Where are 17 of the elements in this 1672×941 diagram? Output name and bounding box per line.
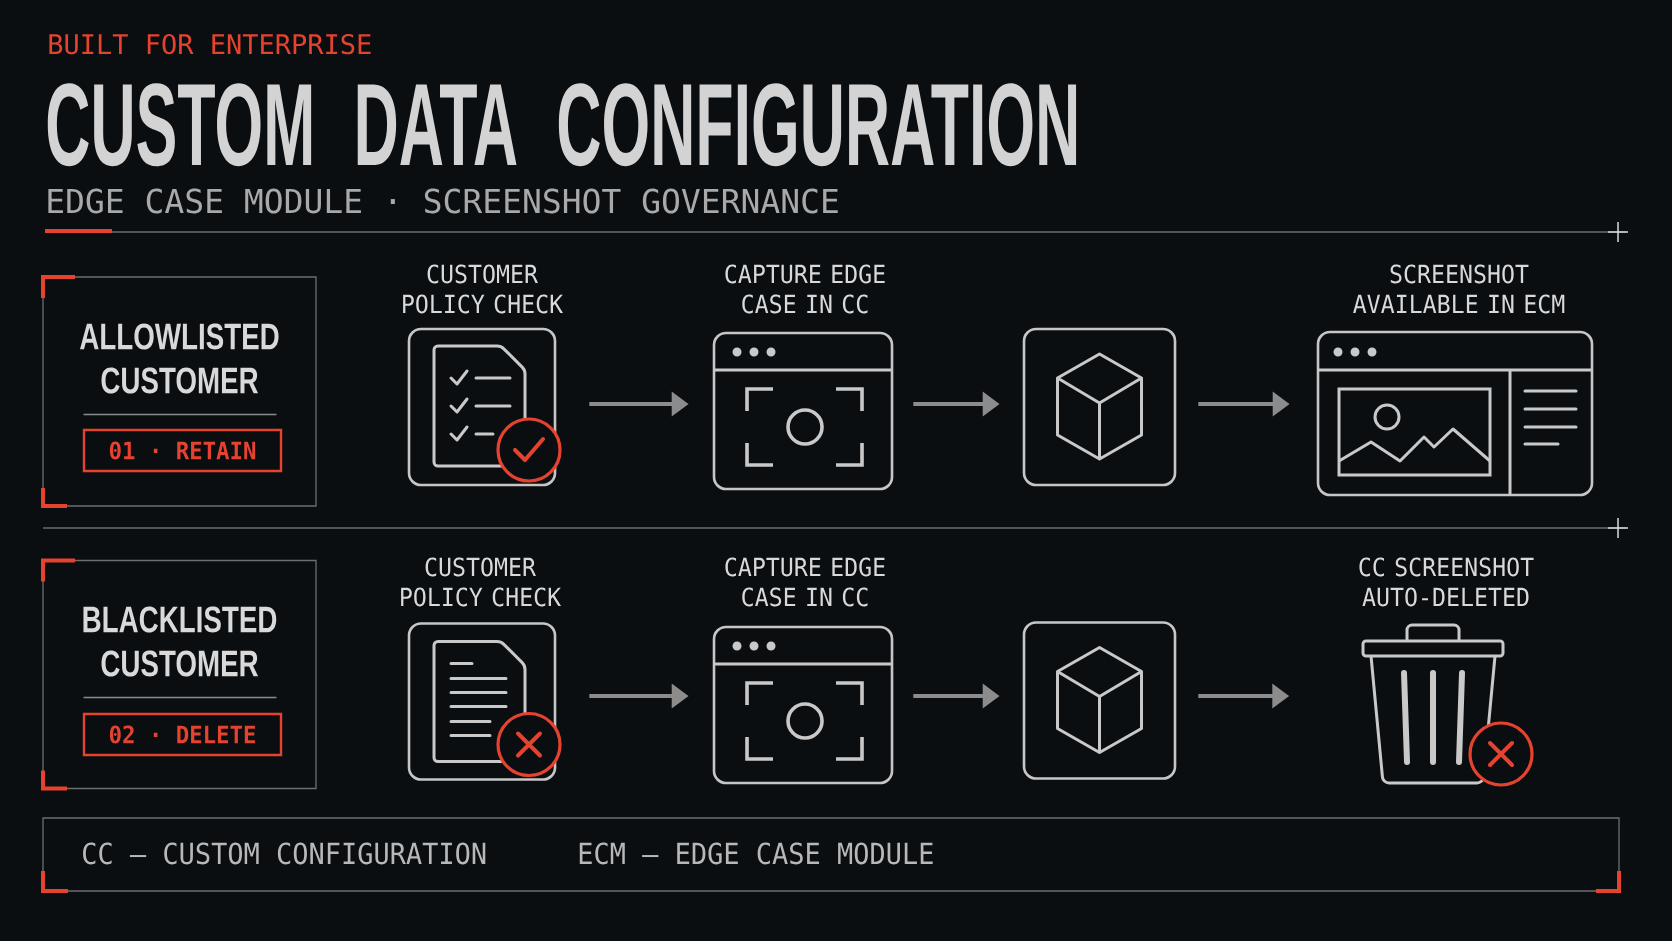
cube-icon — [1022, 621, 1177, 780]
panel-title: BLACKLISTED CUSTOMER — [83, 606, 277, 677]
step-heading: CAPTURE EDGE CASE IN CC — [725, 557, 885, 607]
step-heading: CUSTOMER POLICY CHECK — [403, 264, 564, 314]
step-heading: CUSTOMER POLICY CHECK — [401, 557, 562, 607]
step-heading: CAPTURE EDGE CASE IN CC — [725, 264, 885, 314]
panel-title: ALLOWLISTED CUSTOMER — [80, 323, 279, 394]
glossary-entry: CC — CUSTOM CONFIGURATION — [83, 842, 486, 865]
cube-icon — [1022, 327, 1177, 487]
subtitle: EDGE CASE MODULE · SCREENSHOT GOVERNANCE — [48, 188, 838, 214]
status-badge: 01 · RETAIN — [82, 428, 283, 473]
title: CUSTOM DATA CONFIGURATION — [47, 83, 1077, 167]
tagline: BUILT FOR ENTERPRISE — [49, 33, 371, 55]
status-badge: 02 · DELETE — [82, 712, 283, 757]
glossary-entry: ECM — EDGE CASE MODULE — [579, 842, 933, 865]
step-heading: CC SCREENSHOT AUTO-DELETED — [1359, 557, 1534, 607]
step-heading: SCREENSHOT AVAILABLE IN ECM — [1353, 264, 1565, 314]
